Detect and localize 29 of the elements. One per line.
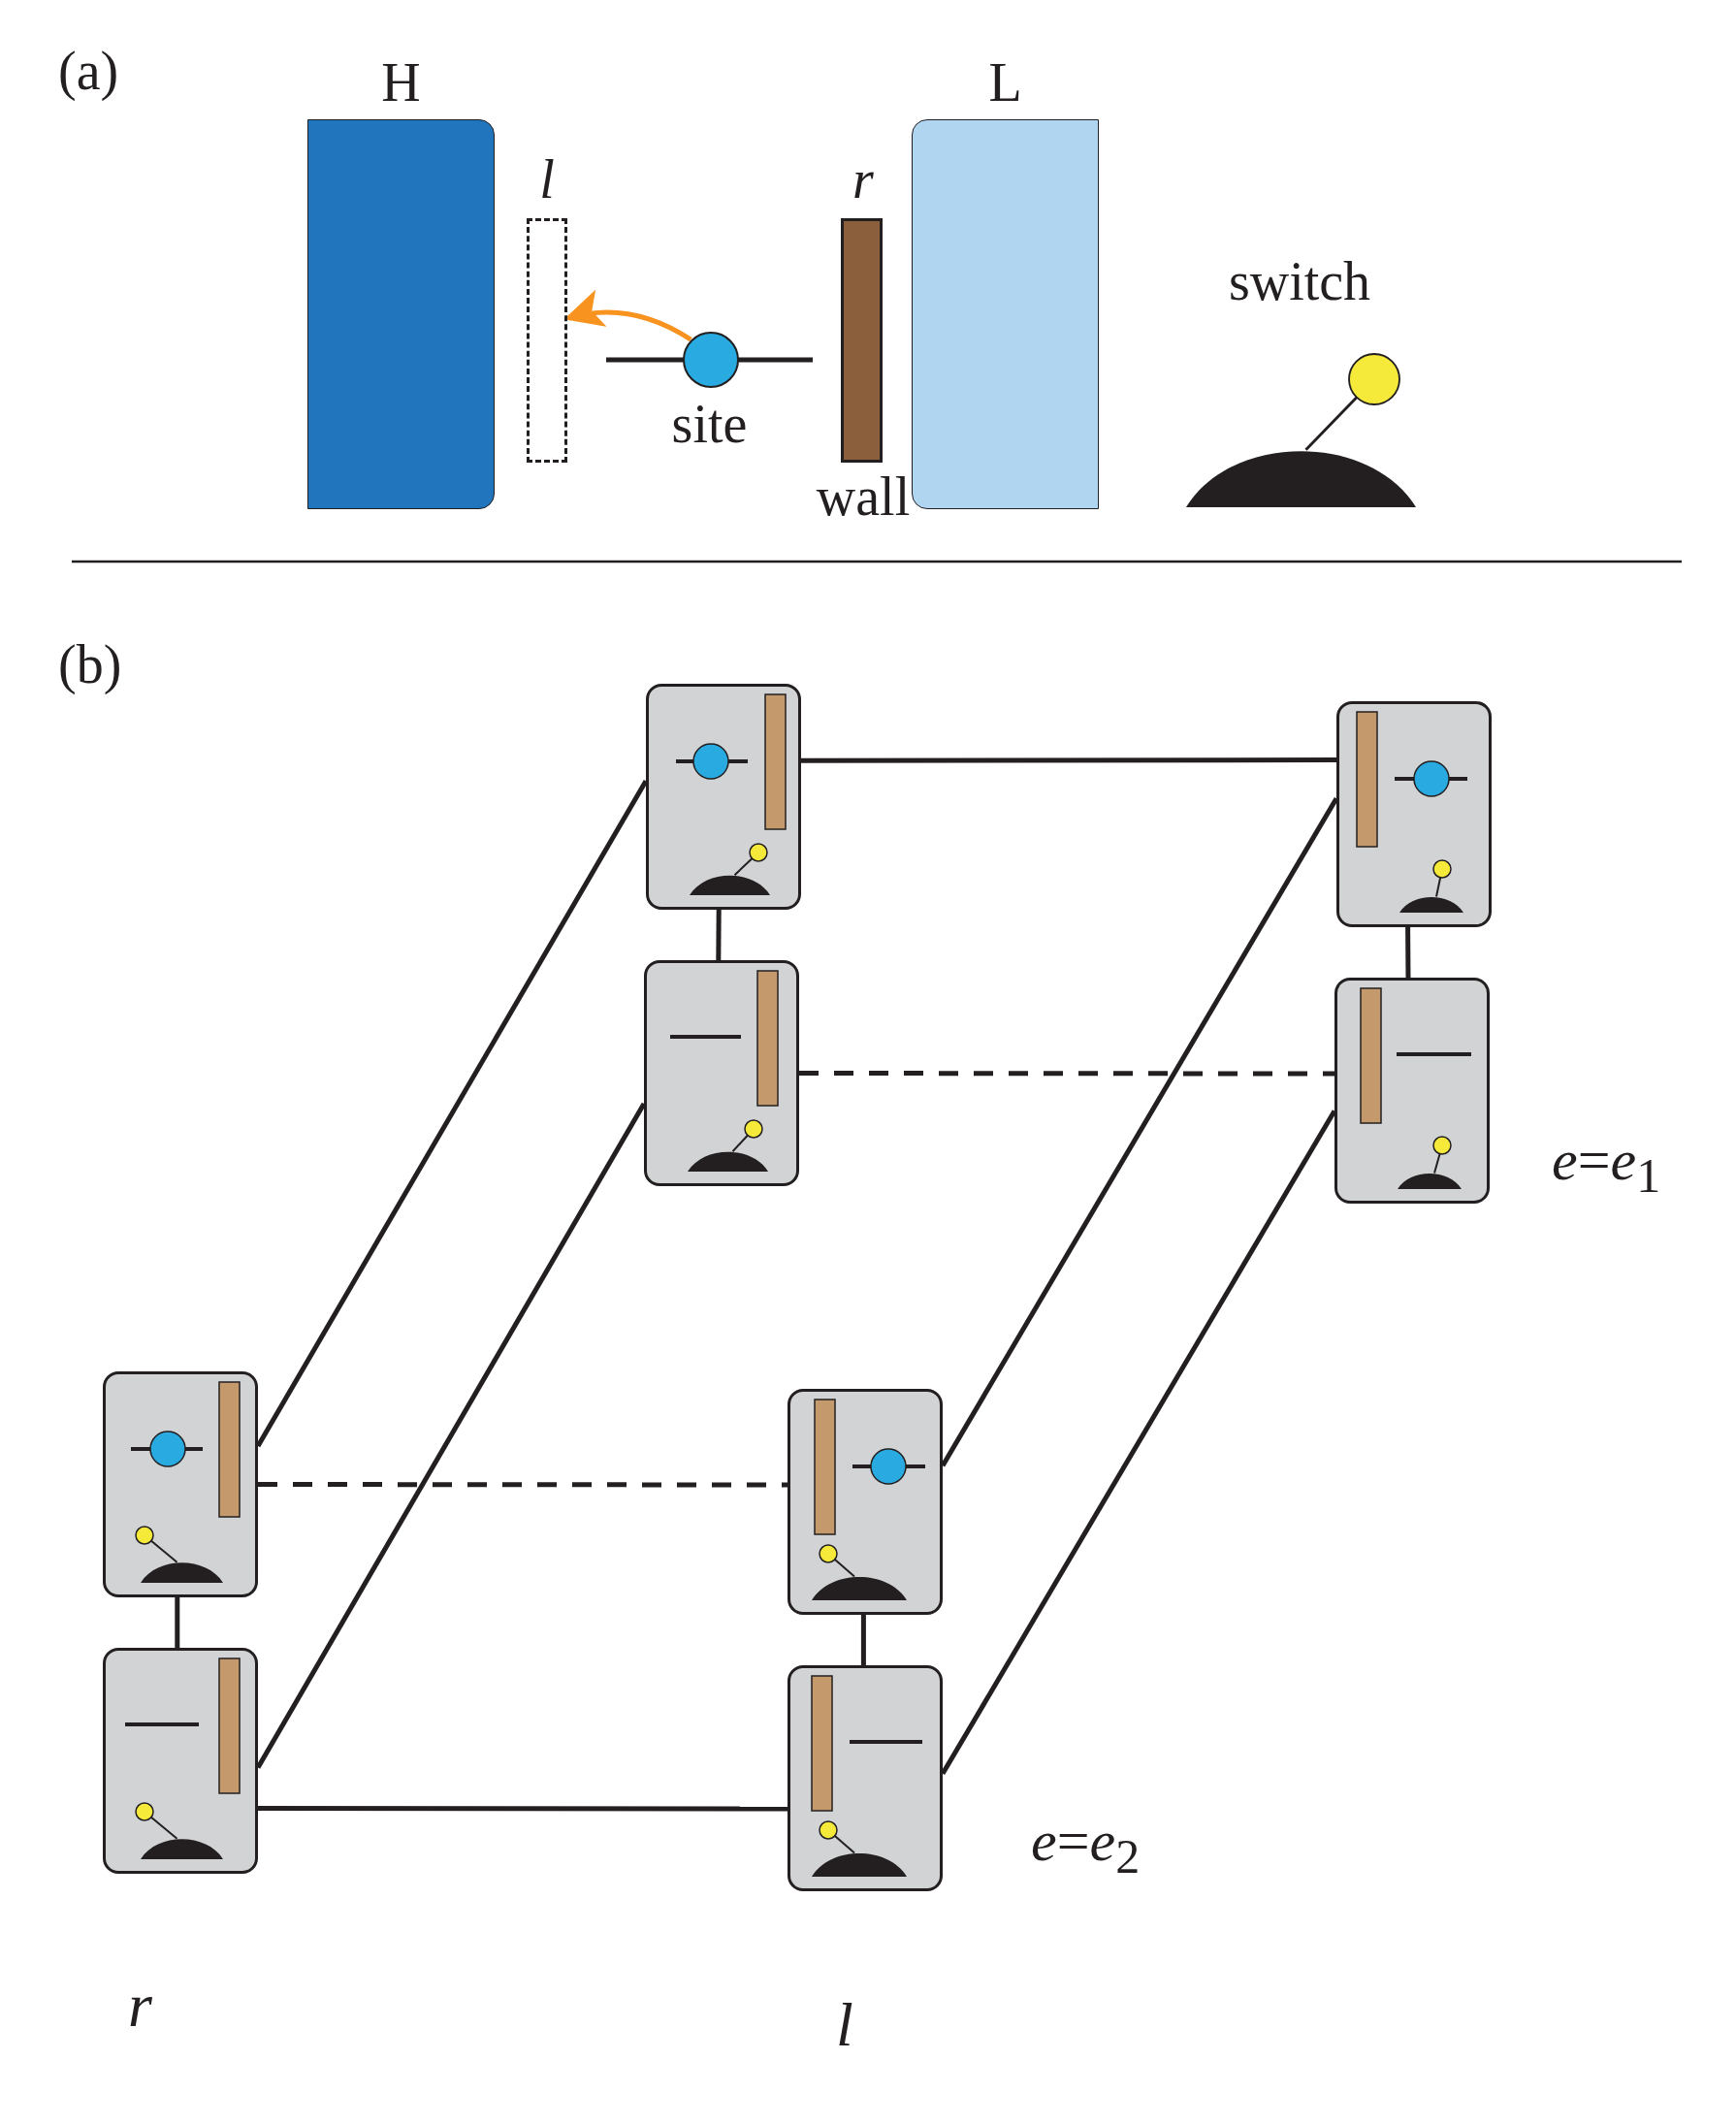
connector-line bbox=[175, 1597, 180, 1648]
state-card bbox=[1336, 701, 1492, 927]
state-card bbox=[788, 1389, 943, 1615]
panel-label: (b) bbox=[58, 633, 122, 696]
connector-line bbox=[860, 1615, 866, 1665]
panel-label: (a) bbox=[58, 40, 119, 103]
energy-label: e=e$_{2}$ bbox=[1031, 1808, 1141, 1885]
connector-line bbox=[801, 757, 1336, 763]
energy-label: e=e$_{1}$ bbox=[1552, 1127, 1661, 1205]
switch-label: switch bbox=[1227, 250, 1372, 313]
connector-line bbox=[1405, 927, 1411, 978]
connector-line bbox=[258, 1805, 788, 1812]
state-card bbox=[1334, 978, 1490, 1204]
state-card bbox=[103, 1648, 258, 1874]
position-label: r bbox=[128, 1970, 152, 2042]
state-card bbox=[644, 960, 799, 1186]
wall-label: wall bbox=[815, 466, 912, 529]
state-card bbox=[103, 1371, 258, 1597]
state-card bbox=[788, 1665, 943, 1891]
site-label: site bbox=[670, 393, 749, 456]
heading-label: L bbox=[987, 51, 1023, 114]
heading-label: H bbox=[380, 51, 422, 114]
state-card bbox=[646, 684, 801, 910]
position-label: r bbox=[852, 148, 875, 211]
connector-line bbox=[258, 1482, 788, 1488]
position-label: l bbox=[538, 148, 556, 211]
position-label: l bbox=[836, 1989, 853, 2061]
connector-line bbox=[716, 910, 722, 960]
connector-line bbox=[799, 1071, 1334, 1077]
